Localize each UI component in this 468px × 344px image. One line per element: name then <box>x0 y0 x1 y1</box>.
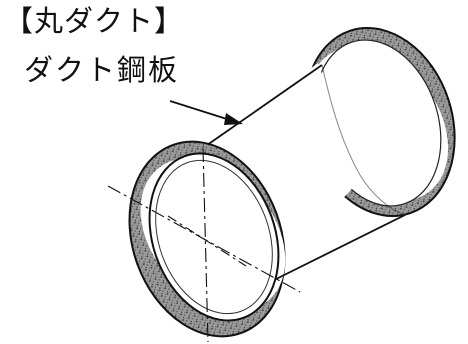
diagram-title: 【丸ダクト】 <box>4 4 185 38</box>
leader-arrow <box>169 100 243 125</box>
duct-steel-plate-label: ダクト鋼板 <box>24 53 180 87</box>
center-lines <box>107 147 301 343</box>
front-flange <box>128 140 286 338</box>
